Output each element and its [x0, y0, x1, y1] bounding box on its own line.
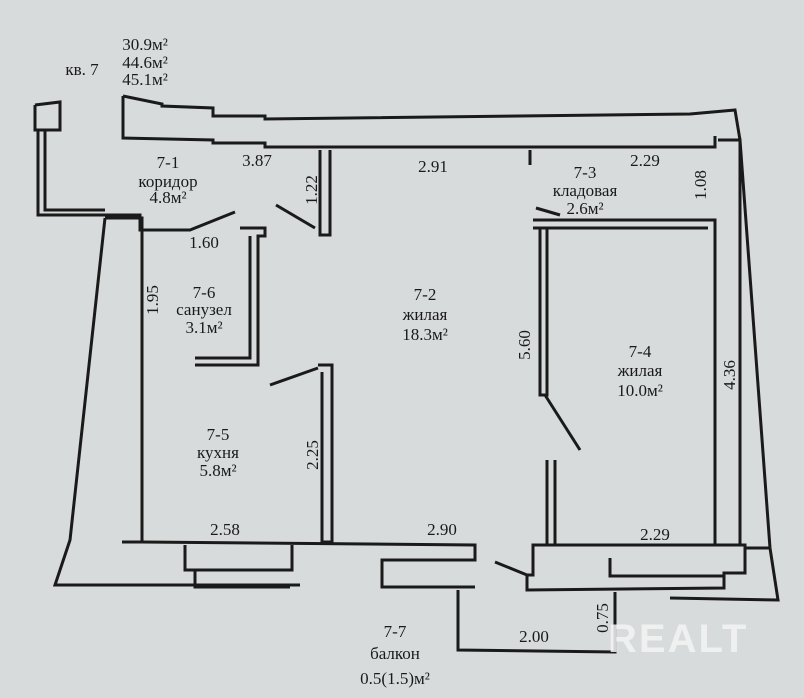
room-area: 18.3м²: [402, 325, 448, 344]
room-area: 3.1м²: [185, 318, 222, 337]
room-name: жилая: [402, 305, 448, 324]
room-id: 7-6: [193, 283, 216, 302]
room-id: 7-4: [629, 342, 652, 361]
dimension: 2.29: [640, 525, 670, 544]
room-name: санузел: [176, 300, 232, 319]
dimension: 5.60: [515, 330, 534, 360]
room-id: 7-7: [384, 622, 407, 641]
room-name: коридор: [138, 172, 197, 191]
room-name: кухня: [197, 443, 239, 462]
area-living: 30.9м²: [122, 35, 168, 54]
apartment-number: кв. 7: [65, 60, 99, 79]
room-name: кладовая: [553, 181, 618, 200]
area-total-with-balcony: 45.1м²: [122, 70, 168, 89]
dimension: 3.87: [242, 151, 272, 170]
room-id: 7-2: [414, 285, 437, 304]
dimension-labels: 3.87 1.22 2.91 2.29 1.08 1.60 1.95 5.60 …: [143, 151, 739, 646]
dimension: 1.60: [189, 233, 219, 252]
dimension: 2.58: [210, 520, 240, 539]
room-id: 7-1: [157, 153, 180, 172]
dimension: 0.75: [593, 603, 612, 633]
room-id: 7-5: [207, 425, 230, 444]
room-area: 4.8м²: [149, 188, 186, 207]
room-name: балкон: [370, 644, 420, 663]
dimension: 2.00: [519, 627, 549, 646]
dimension: 4.36: [720, 360, 739, 390]
dimension: 1.95: [143, 285, 162, 315]
dimension: 2.91: [418, 157, 448, 176]
room-area: 0.5(1.5)м²: [360, 669, 430, 688]
walls: [33, 94, 780, 654]
area-total: 44.6м²: [122, 53, 168, 72]
dimension: 1.08: [691, 170, 710, 200]
room-labels: 7-1 коридор 4.8м² 7-2 жилая 18.3м² 7-3 к…: [138, 153, 662, 688]
room-name: жилая: [617, 361, 663, 380]
watermark-logo: REALT: [608, 617, 748, 661]
room-area: 10.0м²: [617, 381, 663, 400]
dimension: 2.29: [630, 151, 660, 170]
dimension: 2.90: [427, 520, 457, 539]
header-labels: кв. 7 30.9м² 44.6м² 45.1м²: [65, 35, 167, 89]
room-area: 2.6м²: [566, 199, 603, 218]
room-area: 5.8м²: [199, 461, 236, 480]
room-id: 7-3: [574, 163, 597, 182]
dimension: 1.22: [302, 175, 321, 205]
dimension: 2.25: [303, 440, 322, 470]
